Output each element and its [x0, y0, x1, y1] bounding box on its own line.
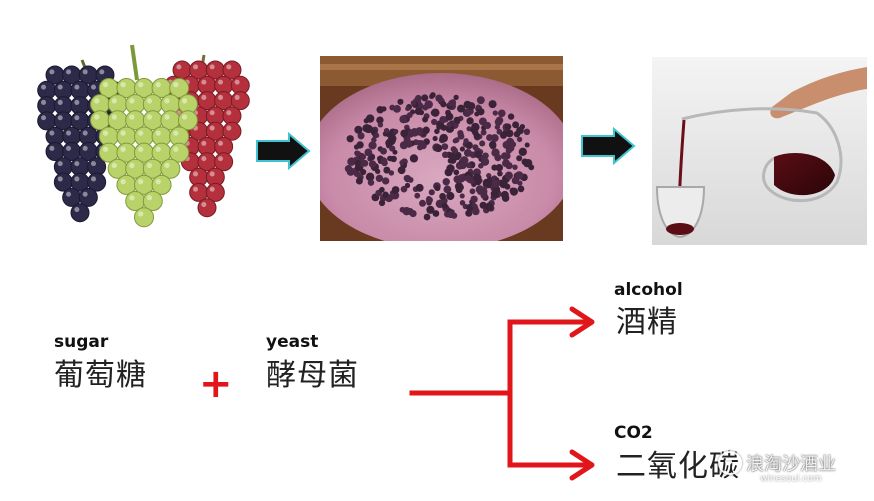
process-arrow-2 — [580, 127, 636, 165]
sugar-label-en: sugar — [54, 334, 108, 351]
watermark-text: 浪淘沙酒业 — [746, 450, 836, 476]
fermenting-vat-photo — [320, 56, 563, 241]
alcohol-arrowhead — [572, 309, 592, 335]
process-arrow-1 — [255, 132, 311, 170]
sugar-label-zh: 葡萄糖 — [54, 361, 147, 391]
vat-illustration — [320, 56, 563, 241]
watermark: 浪淘沙酒业 — [718, 450, 836, 476]
alcohol-label-zh: 酒精 — [616, 308, 678, 338]
watermark-sub: winesoul.com — [760, 474, 822, 484]
co2-label-en: CO2 — [614, 425, 653, 442]
co2-arrowhead — [572, 452, 592, 478]
yeast-label-en: yeast — [266, 334, 318, 351]
grapes-illustration — [22, 40, 262, 245]
grapes-photo — [22, 40, 262, 245]
decanter-illustration — [652, 57, 867, 245]
plus-sign: + — [199, 364, 233, 404]
wechat-icon — [718, 451, 742, 475]
alcohol-label-en: alcohol — [614, 282, 683, 299]
wine-decanter-photo — [652, 57, 867, 245]
yeast-label-zh: 酵母菌 — [266, 361, 359, 391]
